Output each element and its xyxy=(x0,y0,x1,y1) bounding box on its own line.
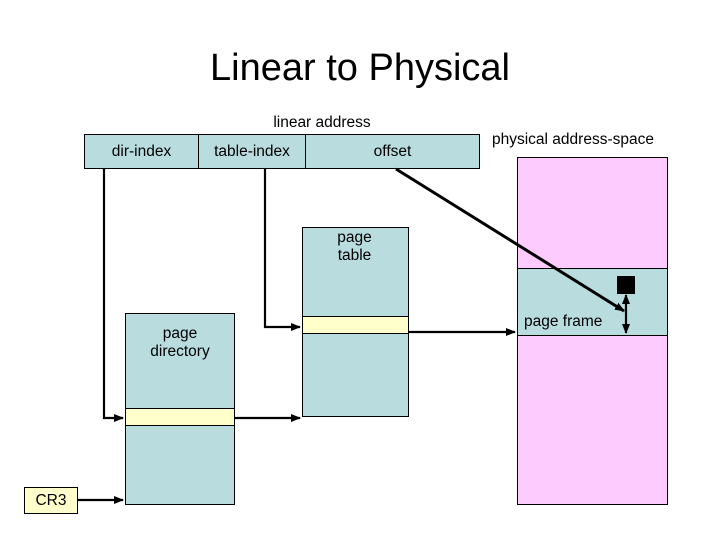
page-table-label-line2: table xyxy=(337,247,372,264)
wire-table-index-to-page-table xyxy=(263,169,301,331)
physical-address-space-caption: physical address-space xyxy=(492,131,654,148)
page-title: Linear to Physical xyxy=(210,47,510,89)
page-table-entry-highlight xyxy=(303,316,408,334)
linear-field-dir-index: dir-index xyxy=(85,135,199,168)
page-frame-label: page frame xyxy=(524,313,603,330)
page-directory-box xyxy=(125,313,235,505)
cr3-register-box: CR3 xyxy=(24,487,78,514)
linear-address-caption: linear address xyxy=(273,114,371,131)
page-table-box xyxy=(302,227,409,417)
physical-address-space xyxy=(517,157,668,505)
linear-field-offset: offset xyxy=(373,142,412,160)
page-directory-label-line1: page xyxy=(162,325,198,342)
page-table-label-line1: page xyxy=(337,229,372,246)
filled-square-marker-icon xyxy=(617,276,635,294)
linear-field-table-index: table-index xyxy=(199,135,306,168)
page-table-label: page table xyxy=(302,229,407,265)
page-directory-entry-highlight xyxy=(126,408,234,426)
page-directory-label-line2: directory xyxy=(150,343,210,360)
linear-address-bar: dir-index table-index offset xyxy=(84,134,480,169)
wire-dir-index-to-page-directory xyxy=(102,169,124,422)
page-directory-label: page directory xyxy=(126,325,234,361)
